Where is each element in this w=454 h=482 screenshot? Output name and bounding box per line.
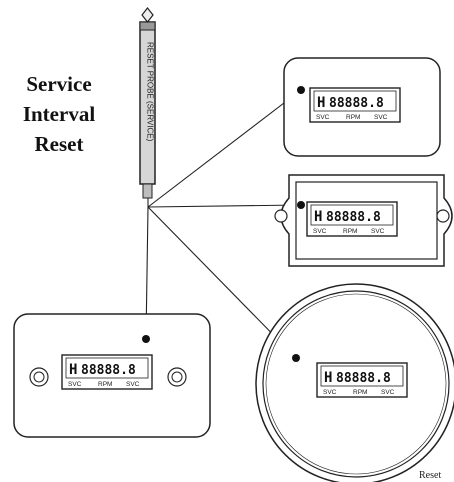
lcd-indicator: H bbox=[317, 95, 325, 111]
lcd-digits: 88888.8 bbox=[81, 363, 136, 378]
lcd-indicator: H bbox=[69, 362, 77, 378]
probe-label: RESET PROBE (SERVICE) bbox=[146, 42, 155, 142]
lcd-label: SVC bbox=[313, 228, 327, 235]
lcd-label: RPM bbox=[353, 389, 367, 396]
title-line-1: Service bbox=[26, 72, 92, 96]
lcd-digits: 88888.8 bbox=[326, 210, 381, 225]
lcd-label: SVC bbox=[374, 114, 388, 121]
lcd-label: SVC bbox=[68, 381, 82, 388]
lcd-label: RPM bbox=[343, 228, 357, 235]
lcd-label: SVC bbox=[316, 114, 330, 121]
lcd-digits: 88888.8 bbox=[336, 371, 391, 386]
lcd-indicator: H bbox=[324, 370, 332, 386]
reset-corner-label: Reset bbox=[419, 470, 442, 481]
title-line-3: Reset bbox=[34, 132, 84, 156]
lcd-label: SVC bbox=[381, 389, 395, 396]
lcd-label: RPM bbox=[346, 114, 360, 121]
mount-hole-icon bbox=[274, 209, 288, 223]
lcd-label: SVC bbox=[323, 389, 337, 396]
lcd-label: SVC bbox=[126, 381, 140, 388]
lcd-indicator: H bbox=[314, 209, 322, 225]
lcd-label: RPM bbox=[98, 381, 112, 388]
mount-hole-icon bbox=[436, 209, 450, 223]
reset-probe: RESET PROBE (SERVICE) bbox=[139, 7, 156, 199]
title-line-2: Interval bbox=[22, 102, 96, 126]
lcd-label: SVC bbox=[371, 228, 385, 235]
probe-tip-icon bbox=[141, 7, 154, 23]
lcd-digits: 88888.8 bbox=[329, 96, 384, 111]
